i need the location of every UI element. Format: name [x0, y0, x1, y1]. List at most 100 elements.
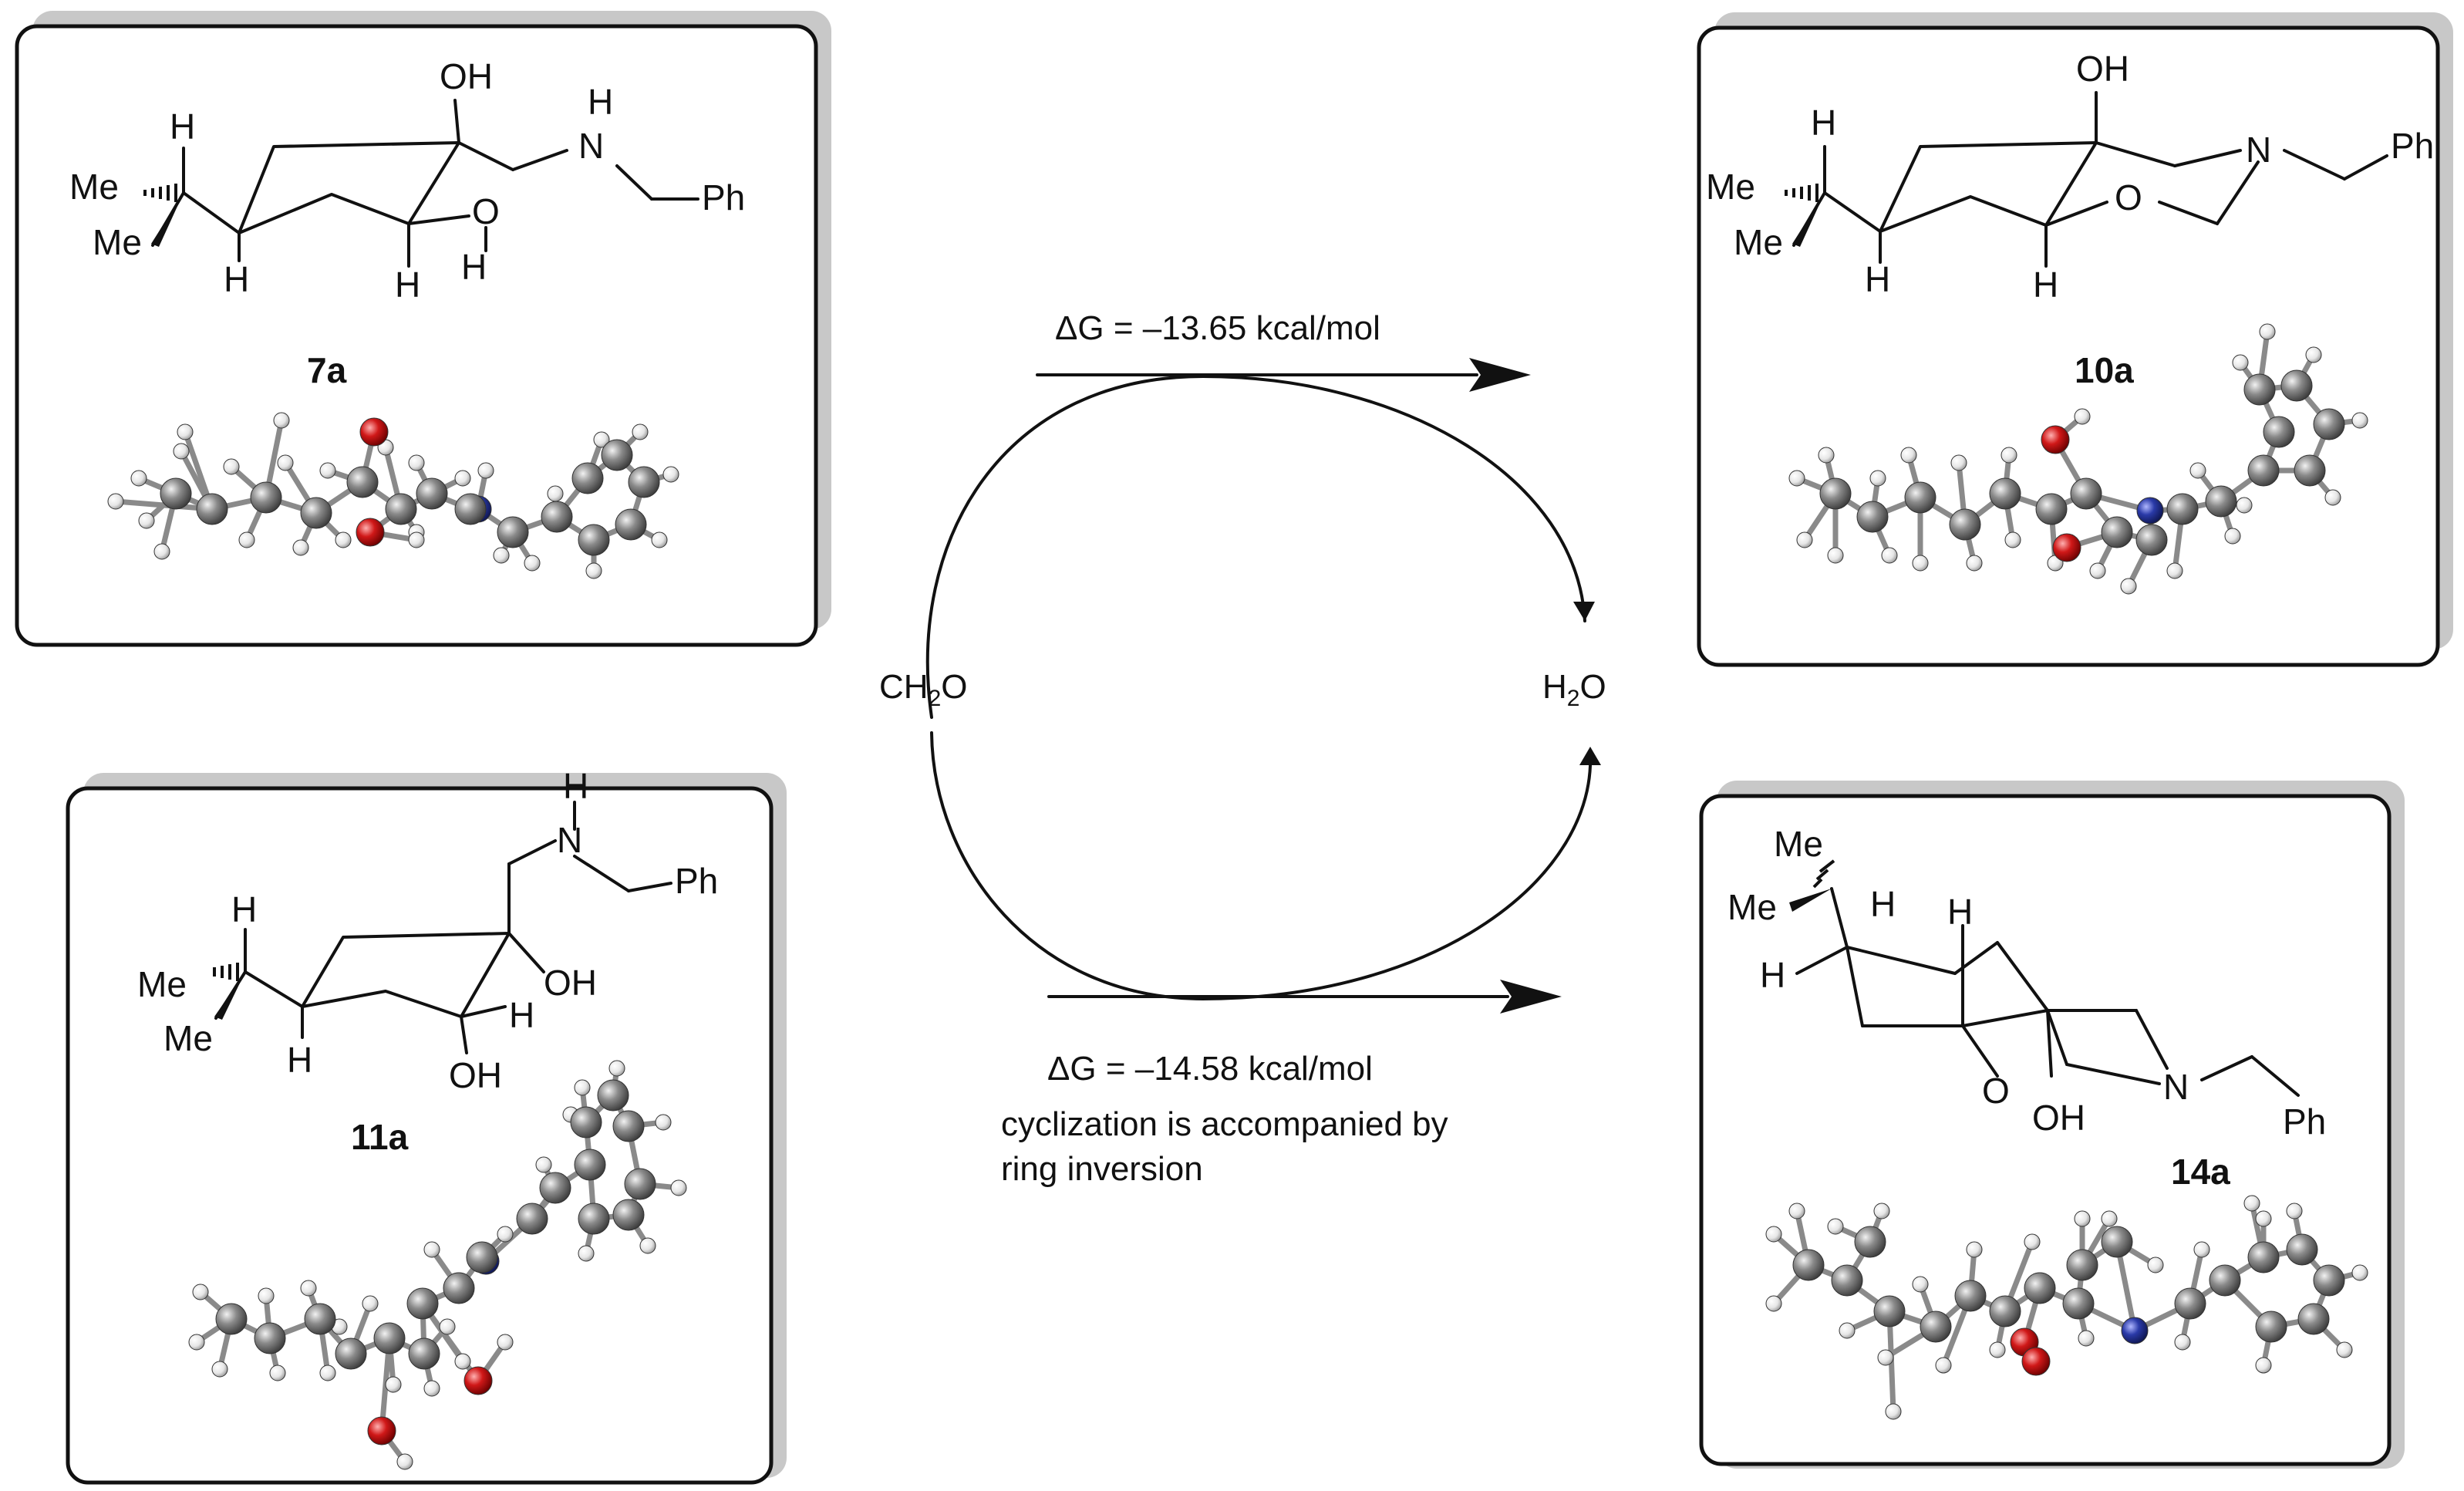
- carbon-atom: [215, 1303, 248, 1335]
- ball-and-stick-14a: [1765, 1195, 2368, 1420]
- carbon-atom: [1904, 481, 1936, 514]
- carbon-atom: [624, 1168, 656, 1200]
- structure-7a: OH H N Ph Me Me H H H O H: [69, 56, 745, 305]
- hydrogen-atom: [2004, 531, 2021, 548]
- hydrogen-atom: [188, 1334, 205, 1351]
- carbon-atom: [2135, 524, 2168, 556]
- hydrogen-atom: [497, 1226, 514, 1243]
- carbon-atom: [2263, 416, 2295, 448]
- oxygen-atom: [2021, 1347, 2051, 1376]
- hydrogen-atom: [173, 443, 190, 460]
- hydrogen-atom: [639, 1237, 656, 1254]
- label-me-2: Me: [1734, 222, 1783, 262]
- carbon-atom: [2313, 1264, 2345, 1297]
- hydrogen-atom: [2166, 562, 2183, 579]
- carbon-atom: [2297, 1303, 2330, 1335]
- hydrogen-atom: [1818, 447, 1835, 464]
- label-oh: OH: [2032, 1098, 2085, 1138]
- label-h-3: H: [2033, 265, 2058, 305]
- hydrogen-atom: [408, 531, 425, 548]
- hydrogen-atom: [130, 470, 147, 487]
- label-h-ring: H: [509, 995, 534, 1035]
- label-oh-2: OH: [449, 1055, 502, 1095]
- carbon-atom: [2035, 493, 2068, 525]
- hydrogen-atom: [2174, 1334, 2191, 1351]
- hydrogen-atom: [238, 531, 255, 548]
- label-me-2: Me: [163, 1018, 213, 1058]
- hydrogen-atom: [1966, 555, 1983, 572]
- carbon-atom: [304, 1303, 336, 1335]
- hydrogen-atom: [1827, 547, 1844, 564]
- hydrogen-atom: [578, 1245, 595, 1262]
- carbon-atom: [2286, 1233, 2318, 1266]
- hydrogen-atom: [1912, 555, 1929, 572]
- carbon-atom: [1989, 1295, 2021, 1327]
- compound-id-14a: 14a: [2171, 1152, 2230, 1192]
- hydrogen-atom: [2286, 1203, 2303, 1219]
- top-reaction-arrow: [1036, 358, 1531, 392]
- hydrogen-atom: [651, 531, 668, 548]
- carbon-atom: [2062, 1287, 2095, 1320]
- carbon-atom: [300, 497, 332, 529]
- carbon-atom: [578, 1203, 610, 1235]
- label-nh-n: N: [557, 820, 582, 860]
- hydrogen-atom: [2351, 412, 2368, 429]
- label-h-2: H: [287, 1040, 312, 1080]
- carbon-atom: [454, 493, 487, 525]
- hydrogen-atom: [2078, 1330, 2095, 1347]
- carbon-atom: [615, 508, 647, 541]
- label-me-2: Me: [93, 222, 142, 262]
- carbon-atom: [443, 1272, 475, 1304]
- label-o: O: [2115, 177, 2142, 218]
- hydrogen-atom: [1966, 1241, 1983, 1258]
- label-n: N: [2246, 130, 2271, 170]
- carbon-atom: [466, 1241, 498, 1273]
- hydrogen-atom: [385, 1376, 402, 1393]
- hydrogen-atom: [2024, 1233, 2041, 1250]
- carbon-atom: [497, 516, 529, 548]
- hydrogen-atom: [535, 1156, 552, 1173]
- hydrogen-atom: [2232, 354, 2249, 371]
- carbon-atom: [346, 466, 379, 498]
- label-o: O: [472, 191, 500, 231]
- hydrogen-atom: [2259, 323, 2276, 340]
- carbon-atom: [1831, 1264, 1863, 1297]
- hydrogen-atom: [2305, 346, 2322, 363]
- label-me-1: Me: [69, 167, 119, 207]
- carbon-atom: [570, 1106, 602, 1138]
- hydrogen-atom: [2255, 1210, 2272, 1227]
- carbon-atom: [612, 1110, 645, 1142]
- carbon-atom: [2313, 408, 2345, 440]
- hydrogen-atom: [2101, 1210, 2118, 1227]
- compound-10a-panel: OH N Ph O Me Me H H H 10a: [1697, 12, 2453, 667]
- hydrogen-atom: [2147, 1257, 2164, 1273]
- carbon-atom: [539, 1172, 571, 1204]
- label-h-2: H: [224, 259, 249, 299]
- label-h-left: H: [1760, 955, 1785, 995]
- label-h-1: H: [170, 106, 195, 147]
- hydrogen-atom: [1900, 447, 1917, 464]
- hydrogen-atom: [1881, 547, 1898, 564]
- hydrogen-atom: [1885, 1403, 1902, 1420]
- carbon-atom: [254, 1322, 286, 1354]
- oxygen-atom: [2041, 425, 2070, 454]
- label-ph: Ph: [702, 177, 745, 218]
- reaction-cycle: ΔG = –13.65 kcal/mol ΔG = –14.58 kcal/mo…: [879, 309, 1606, 1188]
- label-me-top: Me: [1774, 824, 1823, 864]
- carbon-atom: [2166, 493, 2199, 525]
- carbon-atom: [2101, 1226, 2133, 1258]
- label-h-3: H: [395, 265, 420, 305]
- label-h-2: H: [1865, 259, 1890, 299]
- hydrogen-atom: [107, 493, 124, 510]
- hydrogen-atom: [524, 555, 541, 572]
- carbon-atom: [516, 1203, 548, 1235]
- oxygen-atom: [356, 518, 385, 547]
- oxygen-atom: [367, 1416, 396, 1445]
- hydrogen-atom: [258, 1287, 275, 1304]
- hydrogen-atom: [319, 1365, 336, 1381]
- carbon-atom: [160, 477, 192, 510]
- label-oh-1: OH: [544, 963, 597, 1003]
- carbon-atom: [541, 501, 573, 533]
- nitrogen-atom: [2136, 497, 2164, 525]
- product-h2o: H2O: [1542, 668, 1606, 711]
